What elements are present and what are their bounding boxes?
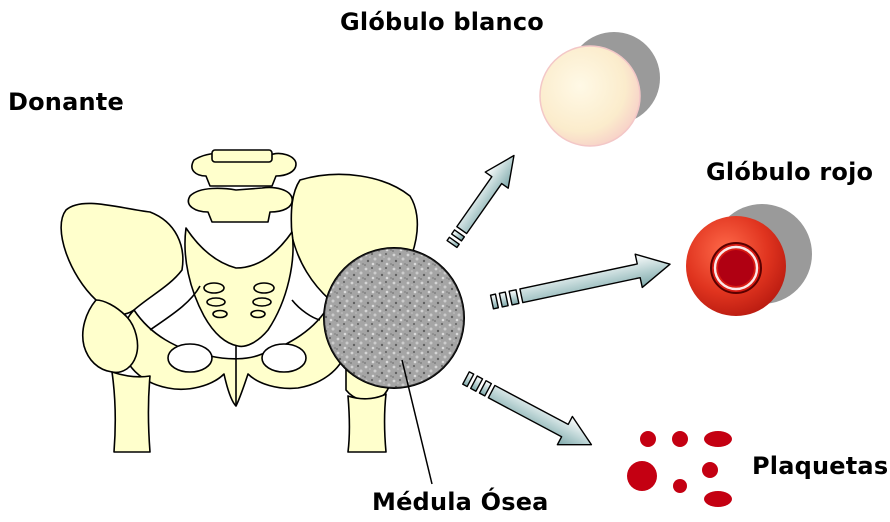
platelet (702, 462, 718, 478)
platelet (704, 431, 732, 447)
platelets-label: Plaquetas (752, 452, 888, 480)
marrow-label: Médula Ósea (372, 488, 549, 516)
arrow-to-red-cell (488, 248, 673, 319)
bone-marrow-magnified (324, 248, 464, 388)
red-blood-cell (686, 204, 812, 316)
platelet (672, 431, 688, 447)
platelet (640, 431, 656, 447)
white-cell-label: Glóbulo blanco (340, 8, 544, 36)
arrow-to-white-cell (441, 148, 526, 253)
white-blood-cell (540, 32, 660, 146)
platelet (627, 461, 657, 491)
arrow-to-platelets (458, 364, 598, 459)
red-cell-label: Glóbulo rojo (706, 158, 873, 186)
donor-label: Donante (8, 88, 124, 116)
platelet (673, 479, 687, 493)
platelet (704, 491, 732, 507)
platelets-group (627, 431, 732, 507)
